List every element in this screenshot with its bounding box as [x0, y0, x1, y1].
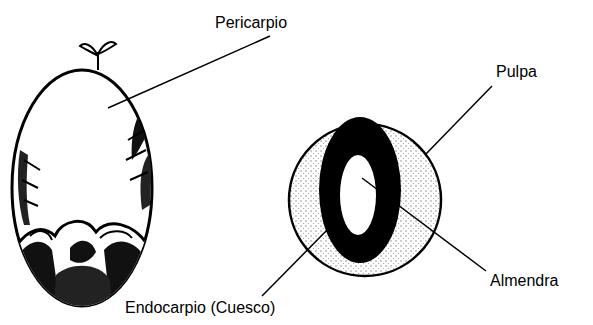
part-label: Almendra [490, 271, 558, 290]
part-label: Pericarpio [215, 13, 287, 32]
fruit-cross-section [289, 117, 441, 276]
leader-lines [108, 36, 492, 296]
part-label: Endocarpio (Cuesco) [125, 298, 275, 317]
whole-fruit [0, 42, 160, 310]
part-label: Pulpa [496, 62, 537, 81]
